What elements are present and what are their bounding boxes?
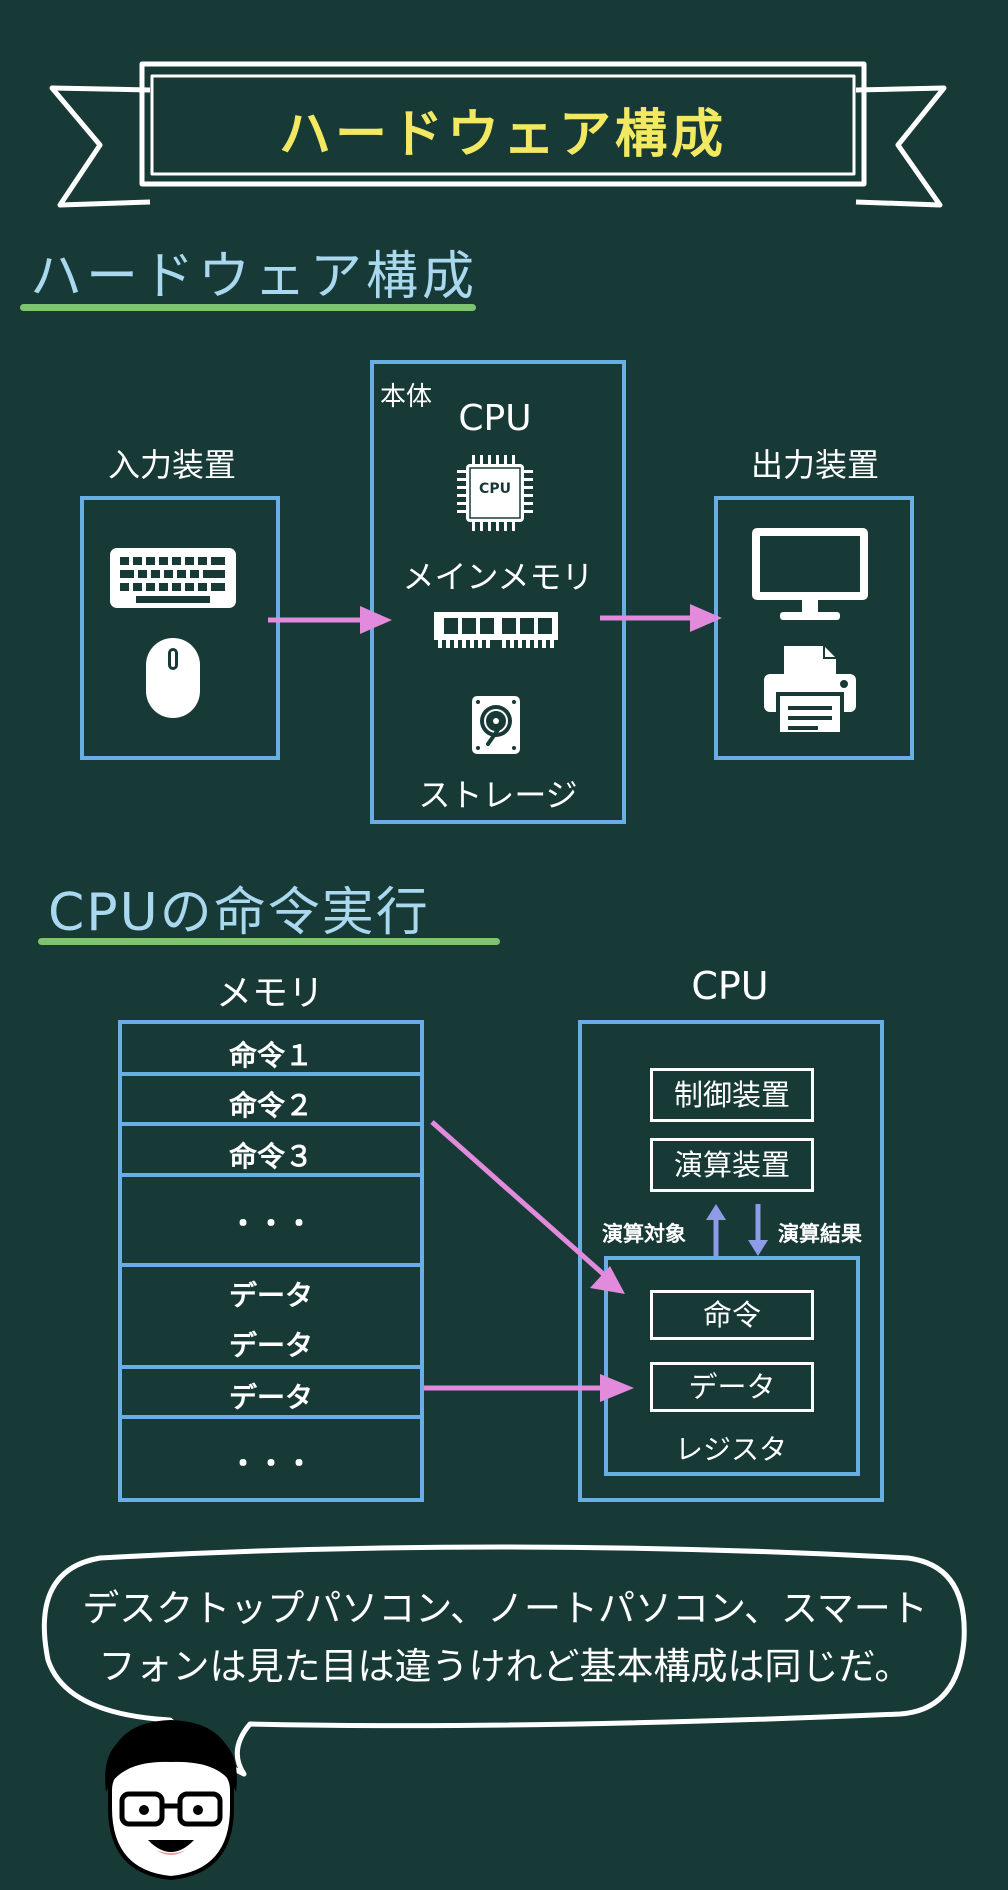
cpu-label: CPU: [458, 398, 532, 439]
up-arrow-icon: [706, 1204, 726, 1256]
memory-module-icon: [434, 612, 558, 648]
register-label: レジスタ: [674, 1433, 787, 1466]
speech-bubble: [41, 1544, 967, 1777]
register-instruction-box: 命令: [650, 1290, 814, 1340]
bubble-line-2: フォンは見た目は違うけれど基本構成は同じだ。: [98, 1645, 912, 1688]
storage-label: ストレージ: [418, 776, 578, 814]
cpu-title: CPU: [691, 964, 769, 1008]
memory-table: 命令１ 命令２ 命令３ ・・・ データ データ データ ・・・: [118, 1020, 424, 1502]
cpu-frame: [578, 1020, 884, 1502]
operand-label: 演算対象: [602, 1222, 686, 1246]
main-memory-label: メインメモリ: [402, 558, 594, 596]
register-data-box: データ: [650, 1362, 814, 1412]
banner-title: ハードウェア構成: [278, 105, 727, 165]
down-arrow-icon: [748, 1204, 768, 1256]
input-to-main-arrow: [268, 606, 392, 634]
memory-row-data-2: データ: [228, 1329, 313, 1362]
printer-icon: [764, 646, 856, 736]
cpu-chip-icon: [457, 455, 533, 531]
main-to-output-arrow: [600, 604, 722, 632]
cpu-chip-text: CPU: [479, 481, 511, 497]
input-device-frame: [80, 496, 280, 760]
monitor-icon: [752, 528, 868, 620]
input-device-label: 入力装置: [107, 446, 236, 484]
memory-row-instruction-2: 命令２: [228, 1089, 313, 1122]
section-title-hardware: ハードウェア構成: [30, 247, 479, 307]
memory-row-data-3: データ: [228, 1381, 313, 1414]
main-body-frame: [370, 360, 626, 824]
register-frame: [604, 1256, 860, 1476]
memory-row-instruction-3: 命令３: [228, 1140, 313, 1173]
control-unit-box: 制御装置: [650, 1068, 814, 1122]
memory-row-ellipsis: ・・・: [228, 1207, 313, 1240]
hard-disk-icon: [472, 696, 520, 754]
banner-ribbon: [49, 61, 947, 208]
main-body-label: 本体: [380, 382, 433, 412]
instruction-fetch-arrow: [430, 1120, 625, 1294]
result-label: 演算結果: [778, 1222, 862, 1246]
section-underline: [38, 938, 500, 945]
keyboard-icon: [110, 548, 236, 608]
output-device-label: 出力装置: [750, 446, 879, 484]
section-title-cpu-execution: CPUの命令実行: [48, 883, 430, 943]
output-device-frame: [714, 496, 914, 760]
memory-title: メモリ: [215, 973, 324, 1014]
data-load-arrow: [424, 1374, 634, 1402]
teacher-avatar: [105, 1720, 237, 1881]
bubble-text: デスクトップパソコン、ノートパソコン、スマート フォンは見た目は違うけれど基本構…: [70, 1580, 940, 1696]
memory-row-instruction-1: 命令１: [228, 1039, 313, 1072]
memory-row-data-1: データ: [228, 1279, 313, 1312]
memory-row-ellipsis: ・・・: [228, 1447, 313, 1480]
bubble-line-1: デスクトップパソコン、ノートパソコン、スマート: [82, 1587, 928, 1630]
section-underline: [20, 304, 476, 311]
mouse-icon: [146, 638, 200, 718]
alu-box: 演算装置: [650, 1138, 814, 1192]
